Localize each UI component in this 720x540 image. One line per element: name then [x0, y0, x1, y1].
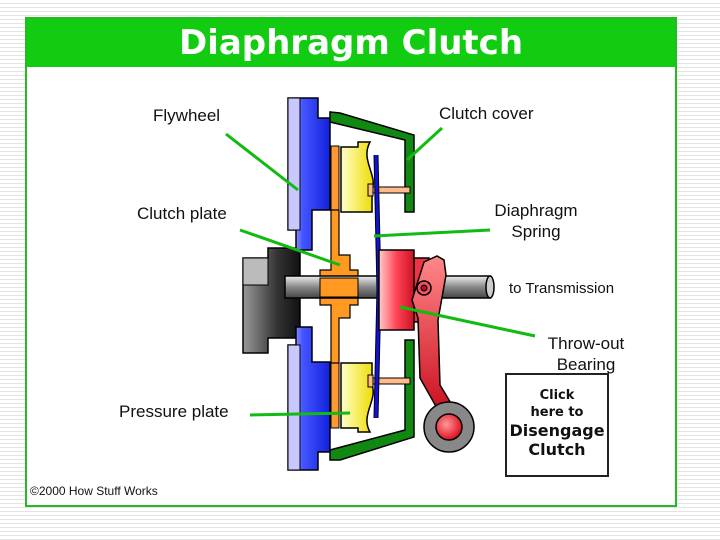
- flywheel-bottom: [287, 326, 331, 471]
- click-button-line3: Disengage: [509, 421, 605, 440]
- throwout-bearing-label: Throw-out Bearing: [538, 333, 634, 375]
- clutch-plate-label: Clutch plate: [137, 204, 227, 223]
- throwout-bearing-label-line1: Throw-out: [547, 334, 625, 353]
- clutch-plate-hub: [319, 209, 359, 364]
- clutch-cover-label: Clutch cover: [439, 104, 534, 123]
- copyright-text: ©2000 How Stuff Works: [30, 484, 158, 498]
- to-transmission-label: to Transmission: [509, 280, 615, 297]
- clutch-cover: [329, 111, 415, 461]
- pressure-plate-top: [340, 141, 374, 213]
- leader-lines: [225, 126, 536, 417]
- disengage-clutch-button[interactable]: Click here to Disengage Clutch: [505, 373, 609, 477]
- throwout-bearing-leader: [399, 305, 536, 338]
- flywheel-leader: [225, 132, 299, 192]
- throwout-bearing-label-line2: Bearing: [556, 355, 616, 374]
- pressure-plate-bottom: [340, 362, 374, 433]
- click-button-line4: Clutch: [528, 440, 586, 459]
- diaphragm-spring-leader: [373, 228, 491, 238]
- pressure-plate-label: Pressure plate: [119, 402, 229, 421]
- diaphragm-spring-label-line2: Spring: [511, 222, 561, 241]
- flywheel-label: Flywheel: [153, 106, 221, 125]
- clutch-plate-leader: [239, 228, 341, 267]
- release-fork: [411, 255, 475, 453]
- diaphragm-spring-label-line1: Diaphragm: [494, 201, 578, 220]
- click-button-line1: Click: [539, 388, 575, 403]
- title-bar: Diaphragm Clutch: [27, 19, 675, 67]
- diaphragm-spring-label: Diaphragm Spring: [488, 200, 584, 242]
- click-button-line2: here to: [530, 405, 584, 420]
- pressure-plate-leader: [249, 411, 351, 417]
- crankshaft-hub: [242, 247, 301, 354]
- pivot-pins: [367, 183, 411, 388]
- flywheel-top: [287, 97, 331, 251]
- page-title: Diaphragm Clutch: [178, 23, 524, 63]
- clutch-cover-leader: [405, 126, 444, 162]
